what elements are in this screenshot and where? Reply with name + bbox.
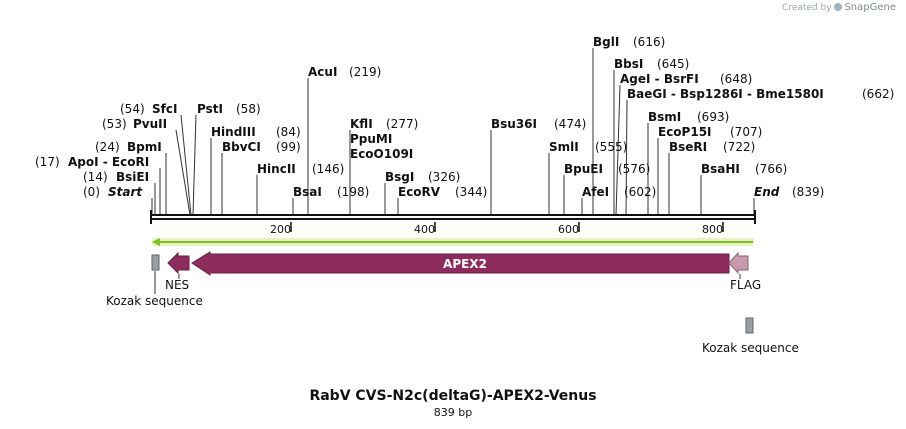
site-hincii-pos: (146)	[312, 162, 344, 176]
site-pvuii-pos: (53)	[102, 117, 127, 131]
nes-feature-arrow	[167, 251, 190, 275]
leader-baegi	[625, 99, 628, 216]
restriction-sites: (0) Start (14) BsiEI (17) ApoI - EcoRI (…	[35, 35, 894, 199]
site-acui-pos: (219)	[349, 65, 381, 79]
ruler-label-400: 400	[414, 223, 435, 236]
site-start-name: Start	[108, 185, 143, 199]
site-kfli-pos: (277)	[386, 117, 418, 131]
site-ecorv-pos: (344)	[455, 185, 487, 199]
site-leader-lines	[151, 48, 755, 216]
apex2-feature-label: APEX2	[443, 257, 487, 271]
site-agei-name: AgeI - BsrFI	[620, 72, 699, 86]
leader-psti	[192, 114, 197, 216]
site-bsu36i-name: Bsu36I	[491, 117, 537, 131]
site-pvuii-name: PvuII	[133, 117, 167, 131]
site-agei-pos: (648)	[720, 72, 752, 86]
site-bseri-pos: (722)	[723, 140, 755, 154]
site-bpmi-pos: (24)	[95, 140, 120, 154]
snapgene-credit: Created by SnapGene	[782, 2, 896, 13]
kozak-feature-left	[151, 254, 160, 271]
site-bsiei-pos: (14)	[83, 170, 108, 184]
site-afei-pos: (602)	[624, 185, 656, 199]
leader-sfci	[180, 114, 192, 216]
orf-arrowhead-icon	[152, 238, 160, 246]
site-kfli-name: KflI	[350, 117, 373, 131]
site-bpuei-name: BpuEI	[564, 162, 603, 176]
dna-backbone	[150, 210, 756, 224]
kozak-feature-label-left: Kozak sequence	[106, 294, 203, 308]
site-ecorv-name: EcoRV	[398, 185, 441, 199]
kozak-feature-right	[745, 317, 754, 334]
site-psti-name: PstI	[197, 102, 223, 116]
ruler-label-800: 800	[702, 223, 723, 236]
site-bsmi-pos: (693)	[697, 110, 729, 124]
site-hindiii-name: HindIII	[211, 125, 256, 139]
site-psti-pos: (58)	[236, 102, 261, 116]
flag-feature-arrow	[728, 251, 749, 275]
site-bbvci-name: BbvCI	[222, 140, 261, 154]
site-bsai-name: BsaI	[293, 185, 322, 199]
site-bbsi-name: BbsI	[614, 57, 643, 71]
map-subtitle: 839 bp	[433, 406, 473, 419]
flag-feature-label: FLAG	[730, 278, 761, 292]
site-bbvci-pos: (99)	[276, 140, 301, 154]
site-afei-name: AfeI	[582, 185, 609, 199]
credit-brand: SnapGene	[844, 2, 896, 13]
site-ecop15i-name: EcoP15I	[658, 125, 712, 139]
ruler-label-200: 200	[270, 223, 291, 236]
site-bsahi-pos: (766)	[755, 162, 787, 176]
ruler-label-600: 600	[558, 223, 579, 236]
site-bgli-name: BglI	[593, 35, 619, 49]
site-bsiei-name: BsiEI	[116, 170, 149, 184]
site-smli-name: SmlI	[549, 140, 579, 154]
site-end-name: End	[754, 185, 780, 199]
site-start-pos: (0)	[83, 185, 100, 199]
snapgene-logo-icon	[834, 3, 843, 11]
site-bsai-pos: (198)	[337, 185, 369, 199]
site-bsmi-name: BsmI	[648, 110, 681, 124]
site-bpuei-pos: (576)	[618, 162, 650, 176]
site-ecop15i-pos: (707)	[730, 125, 762, 139]
map-title: RabV CVS-N2c(deltaG)-APEX2-Venus	[309, 388, 597, 404]
kozak-feature-label-right: Kozak sequence	[702, 341, 799, 355]
site-apoi-pos: (17)	[35, 155, 60, 169]
site-bsgi-pos: (326)	[428, 170, 460, 184]
site-hindiii-pos: (84)	[276, 125, 301, 139]
site-bsahi-name: BsaHI	[701, 162, 740, 176]
site-bbsi-pos: (645)	[657, 57, 689, 71]
site-bseri-name: BseRI	[669, 140, 707, 154]
site-bsu36i-pos: (474)	[554, 117, 586, 131]
orf-arrow	[152, 238, 754, 246]
site-ppumi-name: PpuMI	[350, 132, 392, 146]
site-baegi-pos: (662)	[862, 87, 894, 101]
nes-feature-label: NES	[165, 278, 189, 292]
site-baegi-name: BaeGI - Bsp1286I - Bme1580I	[627, 87, 824, 101]
features: APEX2 NES FLAG Kozak sequence Kozak sequ…	[106, 251, 799, 355]
site-end-pos: (839)	[792, 185, 824, 199]
site-bsgi-name: BsgI	[385, 170, 414, 184]
leader-agei	[615, 84, 621, 216]
site-hincii-name: HincII	[257, 162, 296, 176]
site-acui-name: AcuI	[308, 65, 337, 79]
ruler: 200 400 600 800	[270, 222, 724, 236]
site-smli-pos: (555)	[595, 140, 627, 154]
leader-pvuii	[175, 129, 191, 216]
site-apoi-name: ApoI - EcoRI	[68, 155, 149, 169]
site-bgli-pos: (616)	[633, 35, 665, 49]
site-bpmi-name: BpmI	[127, 140, 162, 154]
site-sfci-name: SfcI	[152, 102, 177, 116]
credit-prefix: Created by	[782, 3, 832, 13]
site-ecoo109i-name: EcoO109I	[350, 147, 413, 161]
site-sfci-pos: (54)	[120, 102, 145, 116]
